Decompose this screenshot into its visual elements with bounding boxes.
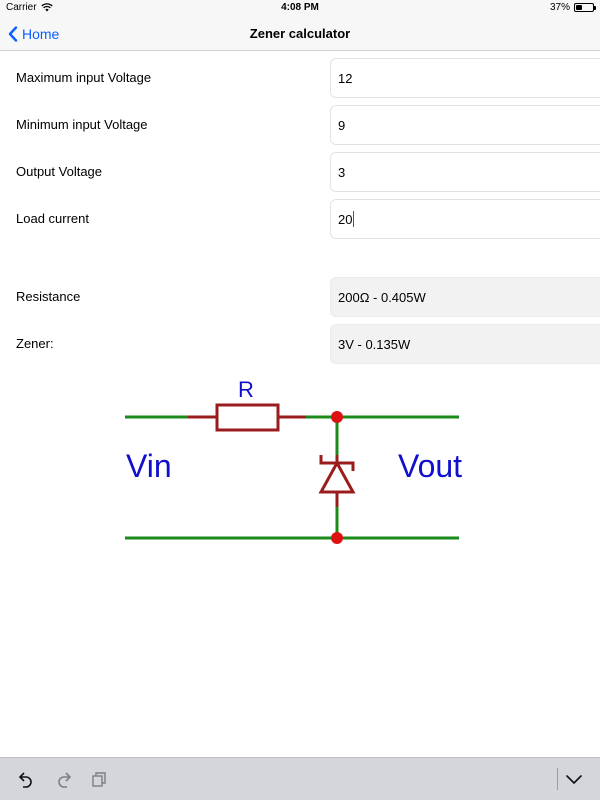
redo-icon [58, 772, 72, 788]
status-bar: Carrier 4:08 PM 37% [0, 0, 600, 16]
load-current-field[interactable]: 20 [330, 199, 600, 239]
keyboard-hide-icon [566, 775, 582, 784]
undo-button[interactable] [14, 766, 40, 792]
row-max-input-voltage: Maximum input Voltage [0, 58, 600, 98]
back-label: Home [22, 25, 60, 42]
toolbar-divider [557, 768, 558, 790]
redo-button[interactable] [50, 766, 76, 792]
battery-indicator: 37% [549, 2, 596, 13]
battery-icon [574, 3, 596, 12]
chevron-left-icon [8, 25, 18, 42]
row-load-current: Load current 20 [0, 199, 600, 239]
resistance-result: 200Ω - 0.405W [330, 277, 600, 317]
load-current-value: 20 [338, 211, 353, 227]
paste-icon [92, 772, 106, 787]
undo-icon [18, 772, 32, 788]
resistor-symbol [215, 403, 280, 432]
zener-diode-symbol [318, 459, 356, 494]
text-caret [353, 211, 355, 227]
back-button[interactable]: Home [8, 16, 59, 51]
status-time: 4:08 PM [281, 2, 319, 13]
min-input-voltage-field[interactable] [330, 105, 600, 145]
max-input-voltage-label: Maximum input Voltage [16, 70, 152, 85]
row-min-input-voltage: Minimum input Voltage [0, 105, 600, 145]
bottom-junction-node [331, 532, 343, 544]
max-input-voltage-field[interactable] [330, 58, 600, 98]
output-voltage-field[interactable] [330, 152, 600, 192]
navigation-bar: Zener calculator Home [0, 16, 600, 51]
battery-fill [576, 5, 582, 10]
zener-bar [319, 455, 355, 471]
row-resistance: Resistance 200Ω - 0.405W [0, 277, 600, 317]
resistance-label: Resistance [16, 289, 81, 304]
vout-label: Vout [398, 448, 462, 484]
row-zener: Zener: 3V - 0.135W [0, 324, 600, 364]
keyboard-shortcut-bar [0, 757, 600, 800]
resistor-label: R [238, 377, 254, 402]
carrier-label: Carrier [6, 2, 37, 13]
row-output-voltage: Output Voltage [0, 152, 600, 192]
wifi-icon [40, 3, 53, 12]
vin-label: Vin [126, 448, 172, 484]
load-current-label: Load current [16, 211, 89, 226]
carrier-indicator: Carrier [6, 2, 53, 13]
dismiss-keyboard-button[interactable] [561, 766, 587, 792]
output-voltage-label: Output Voltage [16, 164, 103, 179]
zener-label: Zener: [16, 336, 54, 351]
min-input-voltage-label: Minimum input Voltage [16, 117, 148, 132]
page-title: Zener calculator [249, 26, 351, 41]
battery-percent: 37% [549, 2, 570, 13]
paste-button[interactable] [86, 766, 112, 792]
zener-result: 3V - 0.135W [330, 324, 600, 364]
zener-circuit-diagram: R Vin Vout [125, 377, 462, 544]
top-junction-node [331, 411, 343, 423]
